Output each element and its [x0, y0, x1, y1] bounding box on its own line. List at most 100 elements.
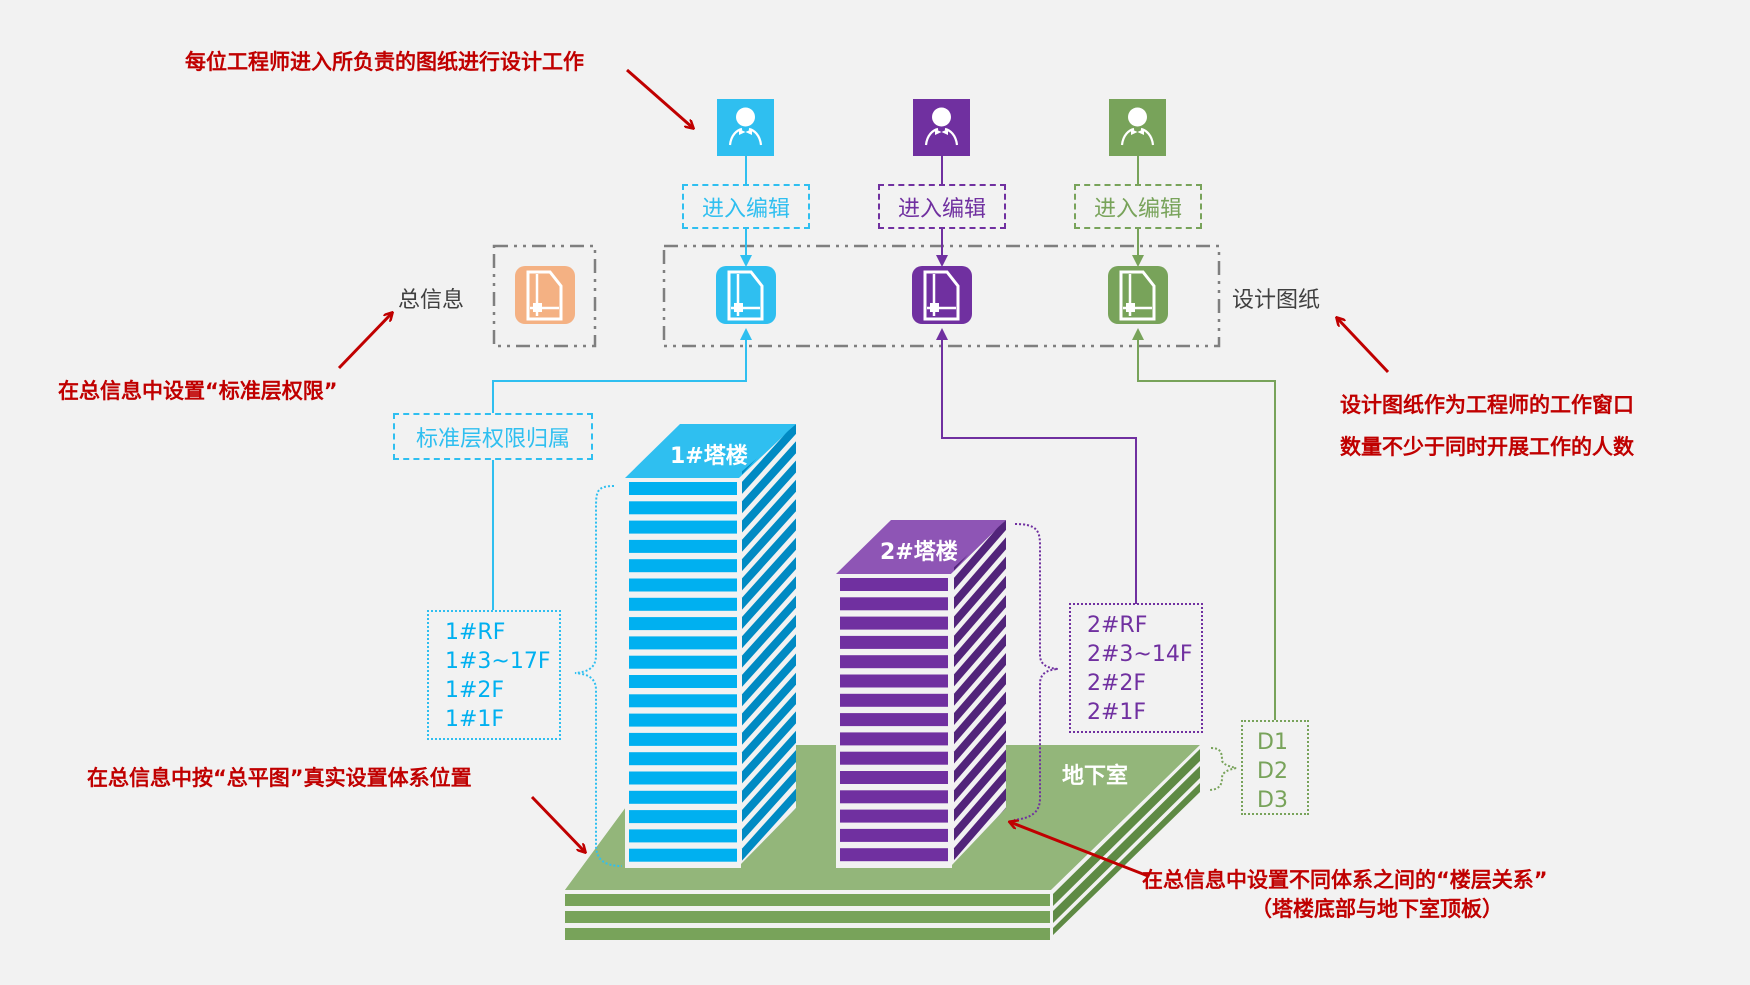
tower-2-floor	[840, 597, 948, 611]
tower-1-side-stripe	[742, 441, 796, 514]
std-floor-link-cyan-top	[492, 328, 752, 413]
tower-2-floor	[840, 674, 948, 688]
tower-1-floor-list: 1#RF 1#3~17F 1#2F 1#1F	[427, 610, 561, 740]
tower-1-side-stripe	[742, 499, 796, 572]
tower-1-floor	[629, 501, 737, 515]
annotation-arrow-floor-relation	[1010, 822, 1149, 878]
tower-1-side-stripe	[742, 634, 796, 707]
tower-2-side-stripe	[954, 730, 1006, 803]
basement-drawing[interactable]	[1108, 266, 1168, 324]
tower-1-side-stripe	[742, 518, 796, 591]
basement-slab	[565, 928, 1050, 940]
floor-item: D2	[1257, 759, 1288, 784]
tower-1-side-stripe	[742, 692, 796, 765]
tower-1-side-stripe	[742, 460, 796, 533]
annotation-drawing-window-2: 数量不少于同时开展工作的人数	[1340, 435, 1634, 459]
tower-1-floor	[629, 520, 737, 534]
tower-2-side-stripe	[954, 768, 1006, 841]
tower-1-side-stripe	[742, 614, 796, 687]
tower-1-floor	[629, 539, 737, 553]
tower-1-side-stripe	[742, 672, 796, 745]
tower-1-side-stripe	[742, 557, 796, 629]
general-info-drawing[interactable]	[515, 266, 575, 324]
drawing-file-icon	[727, 270, 764, 321]
tower-1-floor	[629, 597, 737, 611]
tower2-link-purple	[936, 328, 1137, 604]
tower-2-roof	[836, 520, 1006, 574]
enter-edit-label-2[interactable]: 进入编辑	[878, 184, 1006, 229]
tower-2-floor	[840, 655, 948, 669]
general-info-label: 总信息	[398, 288, 465, 313]
tower-2-side-stripe	[954, 691, 1006, 764]
design-drawings-label: 设计图纸	[1232, 288, 1321, 313]
tower-1-floor	[629, 636, 737, 650]
tower-1-side-stripe	[742, 537, 796, 610]
tower-2-side-stripe	[954, 672, 1006, 745]
tower-1-3d	[625, 424, 796, 868]
user-icon	[728, 107, 763, 146]
tower-2-side-stripe	[954, 595, 1006, 668]
drawing-file-icon	[923, 270, 960, 321]
floor-item: 2#3~14F	[1087, 642, 1193, 667]
tower-2-3d	[836, 520, 1006, 868]
tower-2-side-stripe	[954, 749, 1006, 822]
tower-2-floor	[840, 751, 948, 765]
tower-1-floor	[629, 810, 737, 824]
tower-2-floor	[840, 713, 948, 727]
general-info-group-box	[492, 244, 597, 348]
tower-2-floor	[840, 848, 948, 862]
engineer-3-avatar[interactable]	[1109, 99, 1166, 156]
basement-slab	[565, 911, 1050, 923]
annotation-drawing-window-1: 设计图纸作为工程师的工作窗口	[1340, 393, 1634, 417]
annotation-arrow-engineers	[626, 68, 693, 128]
tower-2-floor	[840, 809, 948, 823]
basement-side-slab	[1053, 766, 1200, 923]
tower-2-floor	[840, 828, 948, 842]
tower-1-floor	[629, 732, 737, 746]
tower-2-side-stripe	[954, 653, 1006, 725]
floor-item: 1#3~17F	[445, 649, 551, 674]
basement-brace	[1207, 747, 1237, 791]
tower-1-side-stripe	[742, 769, 796, 842]
floor-item: 1#1F	[445, 707, 505, 732]
tower-1-floor	[629, 752, 737, 766]
basement-link-green	[1132, 328, 1276, 720]
floor-item: 2#1F	[1087, 700, 1147, 725]
enter-edit-label-3[interactable]: 进入编辑	[1074, 184, 1202, 229]
engineer-1-avatar[interactable]	[717, 99, 774, 156]
tower-2-title: 2#塔楼	[880, 540, 958, 565]
tower-1-floor	[629, 713, 737, 727]
tower-2-side-stripe	[954, 556, 1006, 629]
tower-1-floor	[629, 848, 737, 862]
tower-2-side-stripe	[954, 575, 1006, 648]
basement-title: 地下室	[1062, 764, 1129, 789]
tower1-brace	[574, 485, 623, 867]
tower-1-floor	[629, 790, 737, 804]
user-icon	[1120, 107, 1155, 146]
tower-2-floor	[840, 771, 948, 784]
tower-2-side-stripe	[954, 614, 1006, 687]
floor-item: D1	[1257, 730, 1288, 755]
engineer-2-avatar[interactable]	[913, 99, 970, 156]
floor-item: 2#2F	[1087, 671, 1147, 696]
tower-1-floor	[629, 578, 737, 592]
floor-item: 1#2F	[445, 678, 505, 703]
tower-1-side-stripe	[742, 424, 796, 494]
annotation-arrow-position	[530, 795, 585, 852]
floor-item: 2#RF	[1087, 613, 1148, 638]
tower-1-side-stripe	[742, 653, 796, 726]
annotation-floor-relation-1: 在总信息中设置不同体系之间的“楼层关系”	[1142, 868, 1548, 892]
basement-side-slab	[1053, 749, 1200, 906]
tower-2-side-stripe	[954, 520, 1006, 590]
tower-1-side-stripe	[742, 479, 796, 552]
tower-1-floor	[629, 482, 737, 495]
tower2-drawing[interactable]	[912, 266, 972, 324]
tower1-drawing[interactable]	[716, 266, 776, 324]
enter-edit-label-1[interactable]: 进入编辑	[682, 184, 810, 229]
tower-1-floor	[629, 617, 737, 631]
user-icon	[924, 107, 959, 146]
tower-1-floor	[629, 675, 737, 688]
tower-1-floor	[629, 655, 737, 669]
annotation-set-std-floor: 在总信息中设置“标准层权限”	[58, 379, 338, 403]
